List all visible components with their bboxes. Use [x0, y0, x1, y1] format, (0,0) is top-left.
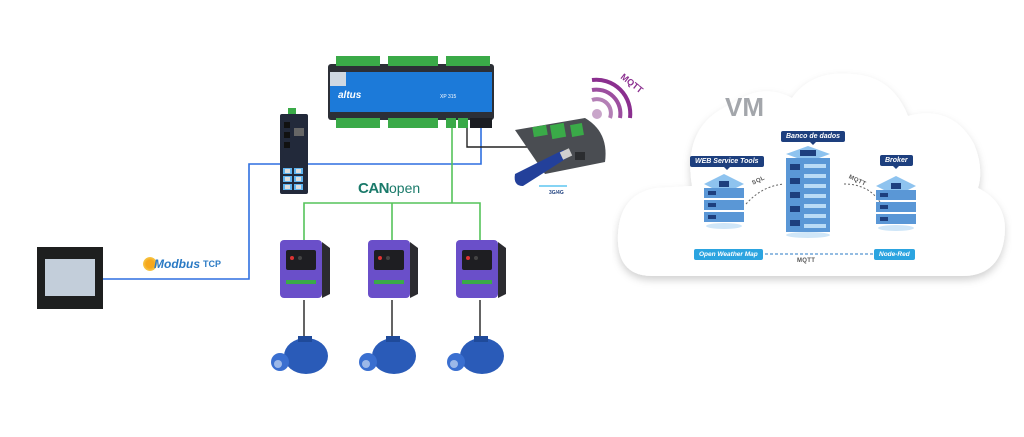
broker-tag: Broker [880, 155, 913, 169]
pump-2[interactable] [358, 336, 420, 378]
plc-model: XP 315 [440, 94, 457, 100]
ethernet-cable-hmi [103, 118, 482, 280]
hmi-panel[interactable] [37, 247, 103, 309]
web-service-server-icon [704, 174, 744, 229]
plc-controller[interactable]: altus XP 315 [328, 56, 494, 132]
open-weather-map-tag: Open Weather Map [694, 249, 763, 260]
database-tag: Banco de dados [781, 131, 846, 145]
ethernet-switch[interactable] [278, 108, 310, 196]
broker-server-icon [876, 176, 916, 231]
vfd-drive-1[interactable] [278, 238, 332, 302]
canopen-can: CAN [358, 180, 390, 197]
canopen-label: CAN open [358, 180, 420, 197]
modem-label: 3G/4G [549, 190, 564, 196]
hmi-screen [45, 259, 95, 296]
pump-3[interactable] [446, 336, 508, 378]
modbus-tcp-label: Modbus TCP [143, 257, 221, 271]
modbus-name: Modbus [154, 257, 200, 271]
mqtt-wireless-icon: MQTT [591, 72, 645, 119]
mqtt-db-broker-link [843, 183, 881, 203]
vfd-drive-2[interactable] [366, 238, 420, 302]
modbus-logo-icon [143, 257, 157, 271]
usb-modem [514, 150, 568, 186]
web-service-tag: WEB Service Tools [690, 156, 764, 170]
modbus-suffix: TCP [203, 259, 221, 269]
pump-1[interactable] [270, 336, 332, 378]
canopen-open: open [389, 180, 421, 196]
iot-gateway[interactable]: 3G/4G [505, 112, 609, 196]
node-red-tag: Node-Red [874, 249, 915, 260]
cloud-links [745, 183, 881, 255]
database-server-icon [786, 146, 830, 238]
plc-brand: altus [338, 90, 362, 101]
sql-link [745, 183, 785, 205]
vfd-drive-3[interactable] [454, 238, 508, 302]
mqtt-bottom-label: MQTT [797, 258, 816, 264]
vm-title: VM [725, 92, 764, 122]
